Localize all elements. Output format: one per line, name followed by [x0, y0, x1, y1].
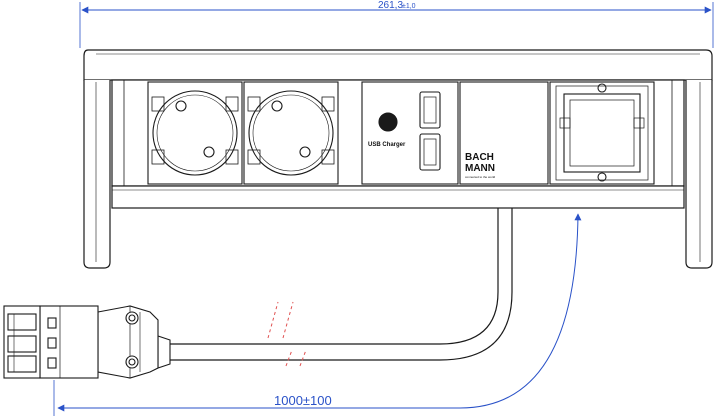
- brand-tagline: connected to the world: [465, 175, 496, 179]
- screw-icon: [125, 355, 139, 369]
- brand-module: BACH MANN connected to the world: [459, 81, 549, 185]
- cable-length-value: 1000±100: [274, 393, 332, 408]
- cable-connector: [3, 305, 171, 379]
- width-dimension: 261,3 ±1,0: [79, 0, 714, 48]
- cable-break-marks: [267, 301, 307, 367]
- status-led-icon: [378, 112, 398, 132]
- width-dimension-value: 261,3: [378, 0, 403, 11]
- screw-icon: [125, 311, 139, 325]
- schuko-socket-1: [147, 81, 243, 185]
- brand-name-line1: BACH: [465, 152, 494, 163]
- usb-port-icon: [419, 133, 441, 171]
- cable-length-dimension: 1000±100: [53, 213, 582, 416]
- empty-module-frame: [549, 81, 655, 185]
- width-dimension-tolerance: ±1,0: [402, 3, 416, 10]
- usb-charger-module: USB Charger: [361, 81, 459, 185]
- usb-port-icon: [419, 91, 441, 129]
- usb-charger-label: USB Charger: [368, 142, 406, 148]
- brand-name-line2: MANN: [465, 163, 495, 174]
- schuko-socket-2: [243, 81, 339, 185]
- power-cable: [170, 208, 513, 361]
